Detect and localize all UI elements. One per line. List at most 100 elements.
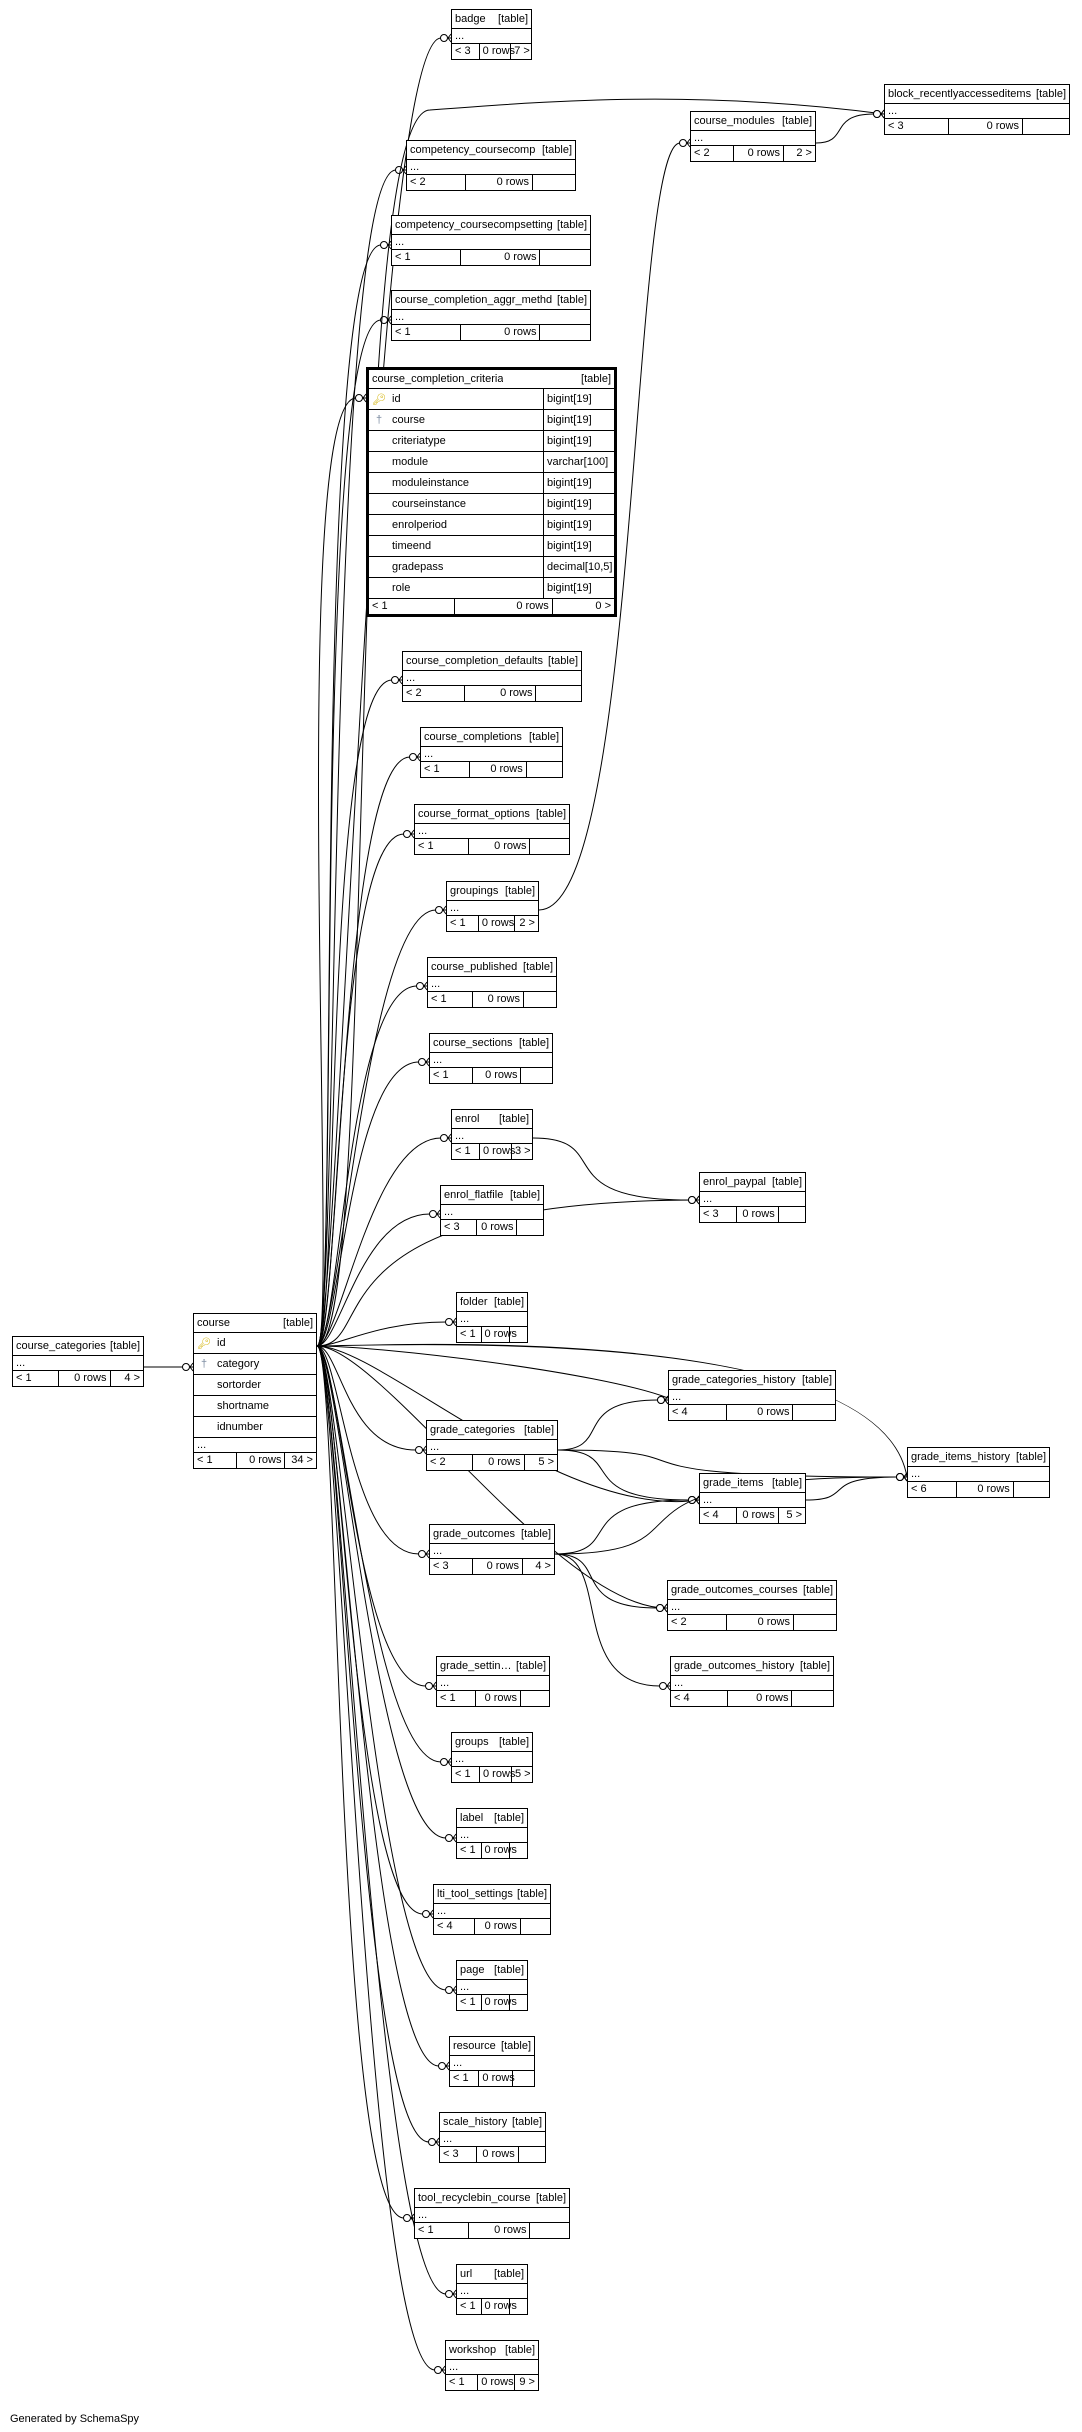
- table-course[interactable]: course[table] 🔑︎id †category sortorder s…: [193, 1313, 317, 1469]
- parents-count[interactable]: 0 >: [595, 600, 611, 612]
- children-count[interactable]: < 2: [407, 175, 466, 190]
- children-count[interactable]: < 1: [457, 1995, 482, 2010]
- parents-count[interactable]: 5 >: [515, 1768, 531, 1780]
- parents-count[interactable]: [524, 992, 556, 1007]
- parents-count[interactable]: 9 >: [519, 2376, 535, 2388]
- parents-count[interactable]: [521, 1919, 550, 1934]
- parents-count[interactable]: 2 >: [796, 147, 812, 159]
- children-count[interactable]: < 1: [450, 2071, 480, 2086]
- parents-count[interactable]: [530, 839, 569, 854]
- children-count[interactable]: < 1: [430, 1068, 473, 1083]
- children-count[interactable]: < 1: [437, 1691, 477, 1706]
- parents-count[interactable]: [510, 2299, 528, 2314]
- children-count[interactable]: < 4: [434, 1919, 475, 1934]
- children-count[interactable]: < 1: [369, 599, 455, 614]
- children-count[interactable]: < 2: [427, 1455, 473, 1470]
- parents-count[interactable]: [536, 686, 581, 701]
- children-count[interactable]: < 1: [13, 1371, 59, 1386]
- children-count[interactable]: < 1: [428, 992, 473, 1007]
- children-count[interactable]: < 3: [885, 119, 950, 134]
- children-count[interactable]: < 1: [457, 2299, 482, 2314]
- children-count[interactable]: < 6: [908, 1482, 958, 1497]
- children-count[interactable]: < 1: [194, 1453, 237, 1468]
- parents-count[interactable]: 4 >: [535, 1560, 551, 1572]
- children-count[interactable]: < 3: [441, 1220, 477, 1235]
- children-count[interactable]: < 1: [457, 1843, 482, 1858]
- children-count[interactable]: < 4: [671, 1691, 728, 1706]
- parents-count[interactable]: 5 >: [538, 1456, 554, 1468]
- children-count[interactable]: < 3: [700, 1207, 737, 1222]
- parents-count[interactable]: [521, 1691, 549, 1706]
- parents-count[interactable]: 4 >: [124, 1372, 140, 1384]
- children-count[interactable]: < 1: [446, 2375, 479, 2390]
- children-count[interactable]: < 4: [669, 1405, 728, 1420]
- parents-count[interactable]: 5 >: [786, 1509, 802, 1521]
- parents-count[interactable]: [519, 2147, 545, 2162]
- children-count[interactable]: < 1: [415, 2223, 469, 2238]
- table-block-recentlyaccesseditems[interactable]: block_recentlyaccesseditems[table]...< 3…: [884, 84, 1070, 135]
- parents-count[interactable]: [1014, 1482, 1049, 1497]
- parents-count[interactable]: [521, 1068, 552, 1083]
- parents-count[interactable]: [533, 175, 575, 190]
- parents-count[interactable]: [540, 325, 590, 340]
- parents-count[interactable]: 2 >: [519, 917, 535, 929]
- children-count[interactable]: < 3: [430, 1559, 474, 1574]
- parents-count[interactable]: [510, 1995, 528, 2010]
- children-count[interactable]: < 2: [668, 1615, 727, 1630]
- parents-count[interactable]: [792, 1691, 833, 1706]
- parents-count[interactable]: [793, 1405, 835, 1420]
- children-count[interactable]: < 1: [457, 1327, 482, 1342]
- parents-count[interactable]: [517, 1220, 543, 1235]
- children-count[interactable]: < 1: [447, 916, 479, 931]
- children-count[interactable]: < 4: [700, 1508, 737, 1523]
- children-count[interactable]: < 3: [440, 2147, 477, 2162]
- parents-count[interactable]: [794, 1615, 836, 1630]
- children-count[interactable]: < 1: [452, 1144, 480, 1159]
- children-count[interactable]: < 1: [415, 839, 469, 854]
- children-count[interactable]: < 2: [403, 686, 466, 701]
- parents-count[interactable]: [779, 1207, 805, 1222]
- parents-count[interactable]: [510, 1843, 528, 1858]
- parents-count[interactable]: 3 >: [515, 1145, 531, 1157]
- parents-count[interactable]: 7 >: [514, 45, 530, 57]
- parents-count[interactable]: [527, 762, 562, 777]
- children-count[interactable]: < 1: [452, 1767, 480, 1782]
- children-count[interactable]: < 1: [392, 250, 462, 265]
- parents-count[interactable]: 34 >: [291, 1454, 313, 1466]
- children-count[interactable]: < 1: [392, 325, 462, 340]
- parents-count[interactable]: [513, 2071, 534, 2086]
- parents-count[interactable]: [510, 1327, 528, 1342]
- parents-count[interactable]: [530, 2223, 569, 2238]
- children-count[interactable]: < 1: [421, 762, 471, 777]
- children-count[interactable]: < 2: [691, 146, 735, 161]
